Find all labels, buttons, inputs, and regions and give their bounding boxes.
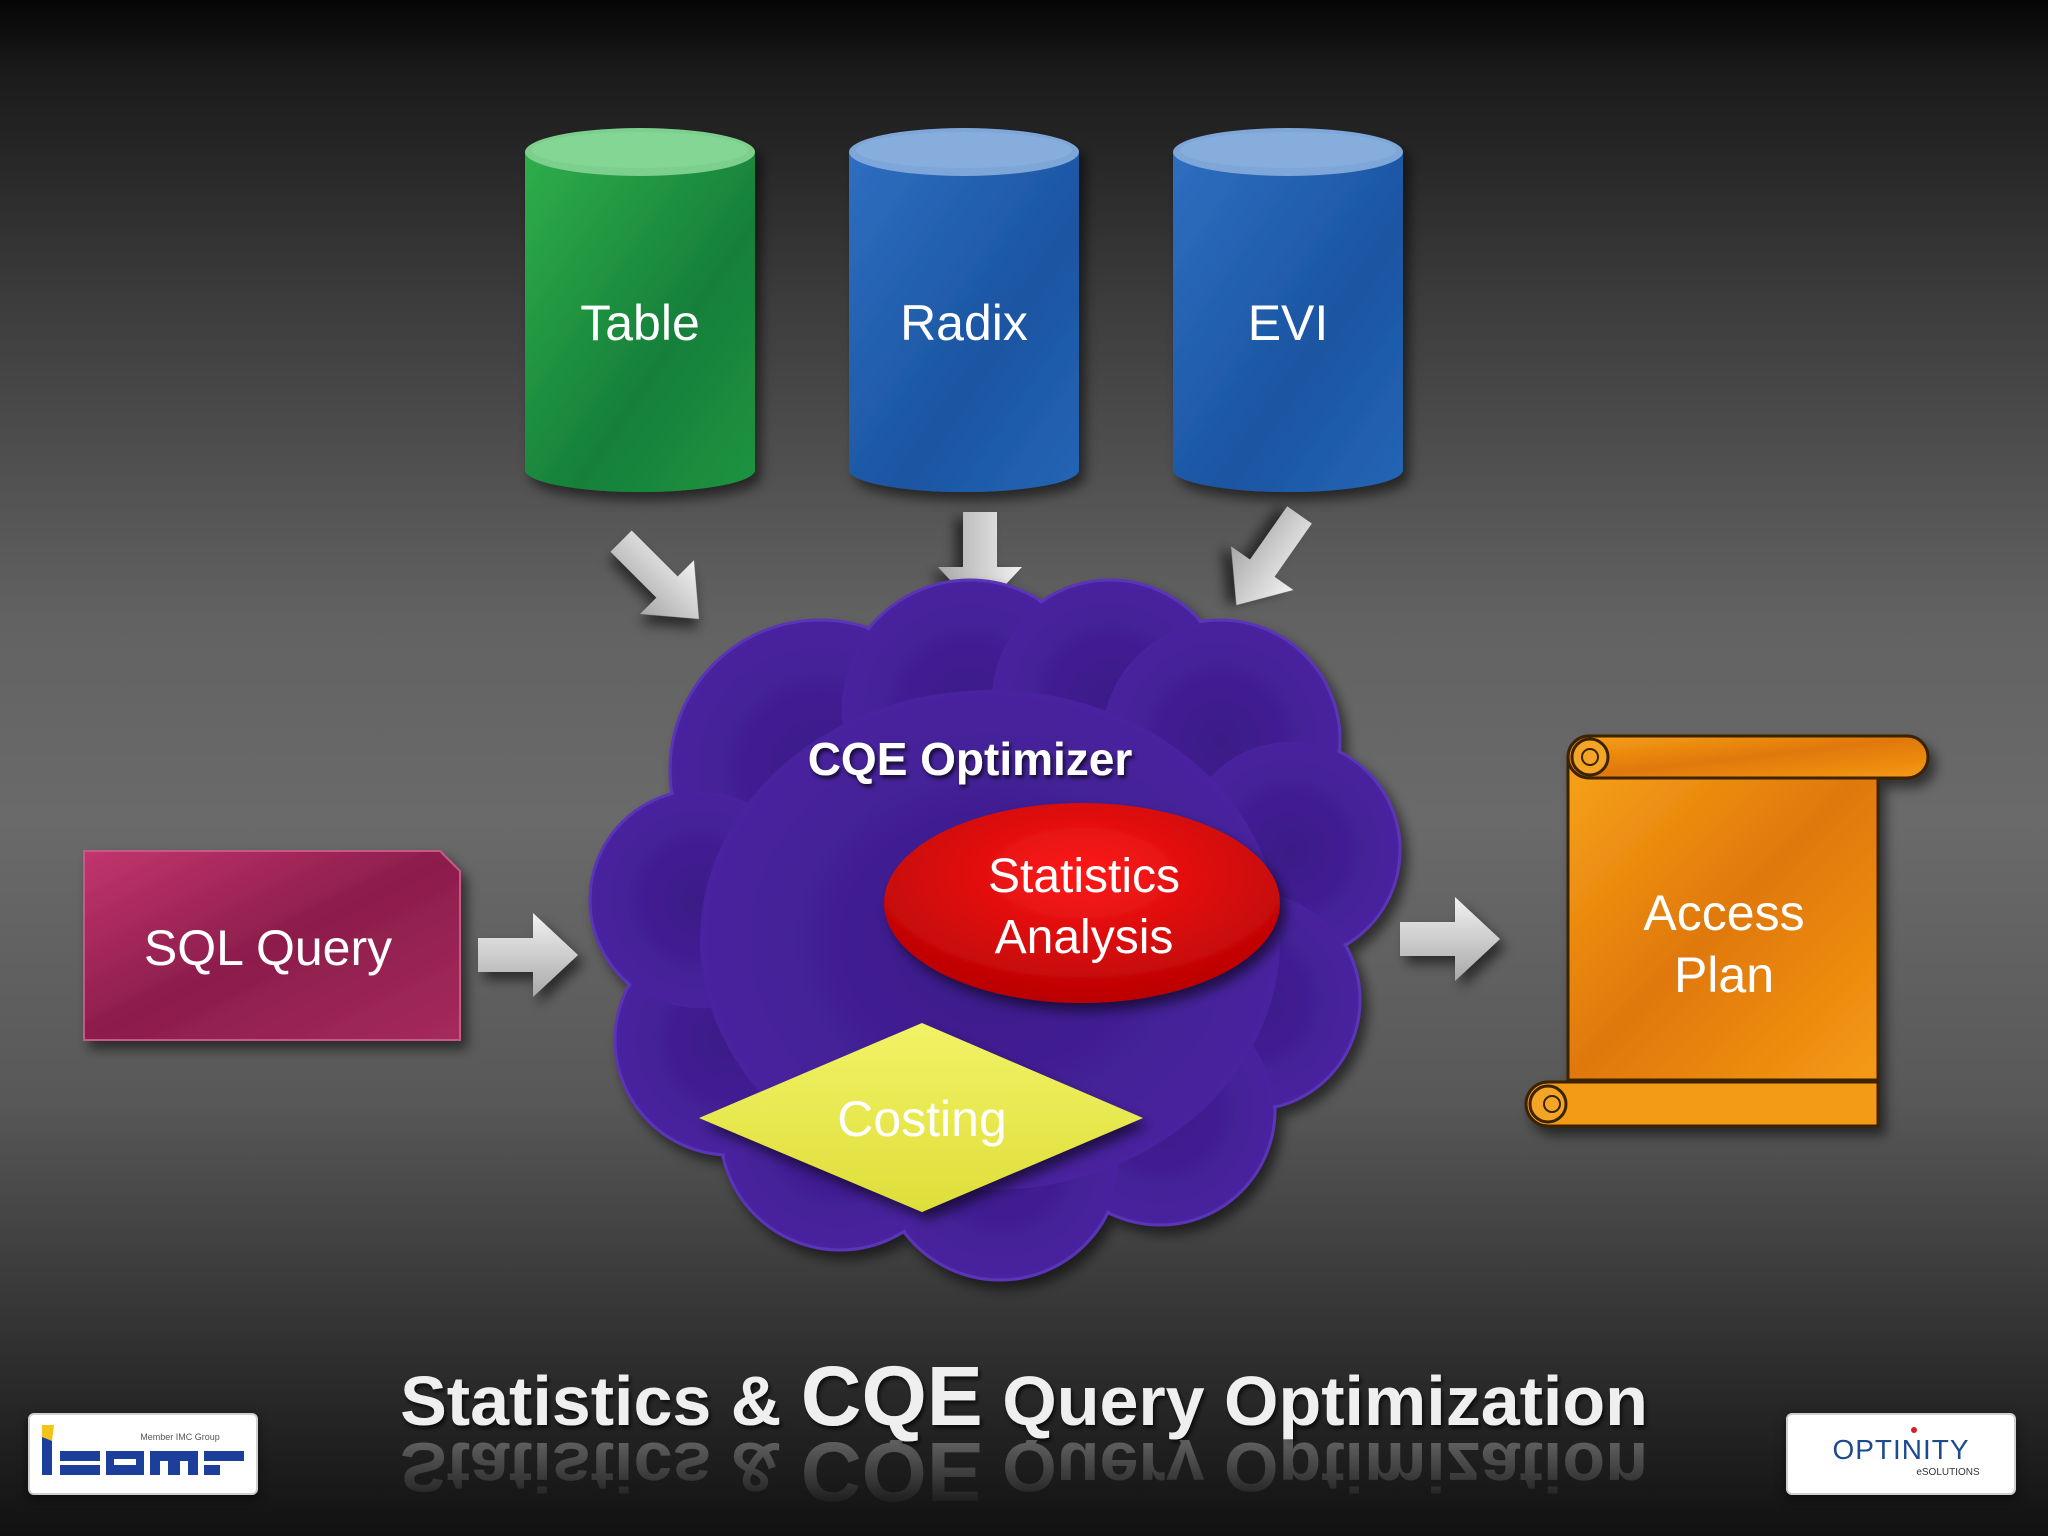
statistics-label-line2: Analysis	[995, 911, 1174, 964]
optinity-name: OPTINITY	[1832, 1434, 1969, 1465]
statistics-label-line1: Statistics	[988, 850, 1180, 903]
iseri-logo-mark: Member IMC Group	[42, 1425, 244, 1475]
access-plan-line1: Access	[1643, 885, 1804, 941]
costing-diamond: Costing	[699, 1023, 1143, 1212]
table-label: Table	[580, 295, 700, 351]
title-part-3: Query Optimization	[983, 1362, 1648, 1440]
iseri-logo: Member IMC Group	[28, 1413, 258, 1495]
evi-cylinder: EVI	[1173, 128, 1403, 492]
costing-label: Costing	[837, 1091, 1007, 1147]
iseri-tagline: Member IMC Group	[140, 1432, 220, 1442]
title-reflection-part-2: CQE	[801, 1425, 983, 1519]
optimizer-title: CQE Optimizer	[808, 733, 1133, 785]
optinity-dot	[1911, 1427, 1917, 1433]
table-cylinder: Table	[525, 128, 755, 492]
optinity-logo-mark: OPTINITY eSOLUTIONS	[1832, 1427, 1980, 1478]
access-plan-scroll: Access Plan	[1524, 734, 1930, 1128]
radix-label: Radix	[900, 295, 1028, 351]
title-part-2: CQE	[801, 1349, 983, 1443]
statistics-analysis-ellipse: Statistics Analysis	[884, 803, 1280, 1003]
title-reflection-part-3: Query Optimization	[983, 1428, 1648, 1506]
optinity-subtitle: eSOLUTIONS	[1916, 1467, 1980, 1478]
sql-query-label: SQL Query	[144, 920, 392, 976]
slide-title: Statistics & CQE Query Optimization Stat…	[400, 1349, 1648, 1519]
arrow-optimizer-to-access-plan	[1400, 897, 1500, 981]
optinity-logo: OPTINITY eSOLUTIONS	[1786, 1413, 2016, 1495]
title-reflection-part-1: Statistics &	[400, 1428, 801, 1506]
evi-label: EVI	[1248, 295, 1329, 351]
arrow-sql-to-optimizer	[478, 913, 578, 997]
access-plan-line2: Plan	[1674, 947, 1774, 1003]
svg-text:Statistics & CQE Query Optimiz: Statistics & CQE Query Optimization	[400, 1349, 1648, 1443]
sql-query-box: SQL Query	[83, 850, 461, 1041]
svg-text:Statistics & CQE Query Optimiz: Statistics & CQE Query Optimization	[400, 1425, 1648, 1519]
title-part-1: Statistics &	[400, 1362, 801, 1440]
arrow-evi-to-optimizer	[1231, 506, 1312, 606]
radix-cylinder: Radix	[849, 128, 1079, 492]
arrow-table-to-optimizer	[610, 530, 699, 619]
